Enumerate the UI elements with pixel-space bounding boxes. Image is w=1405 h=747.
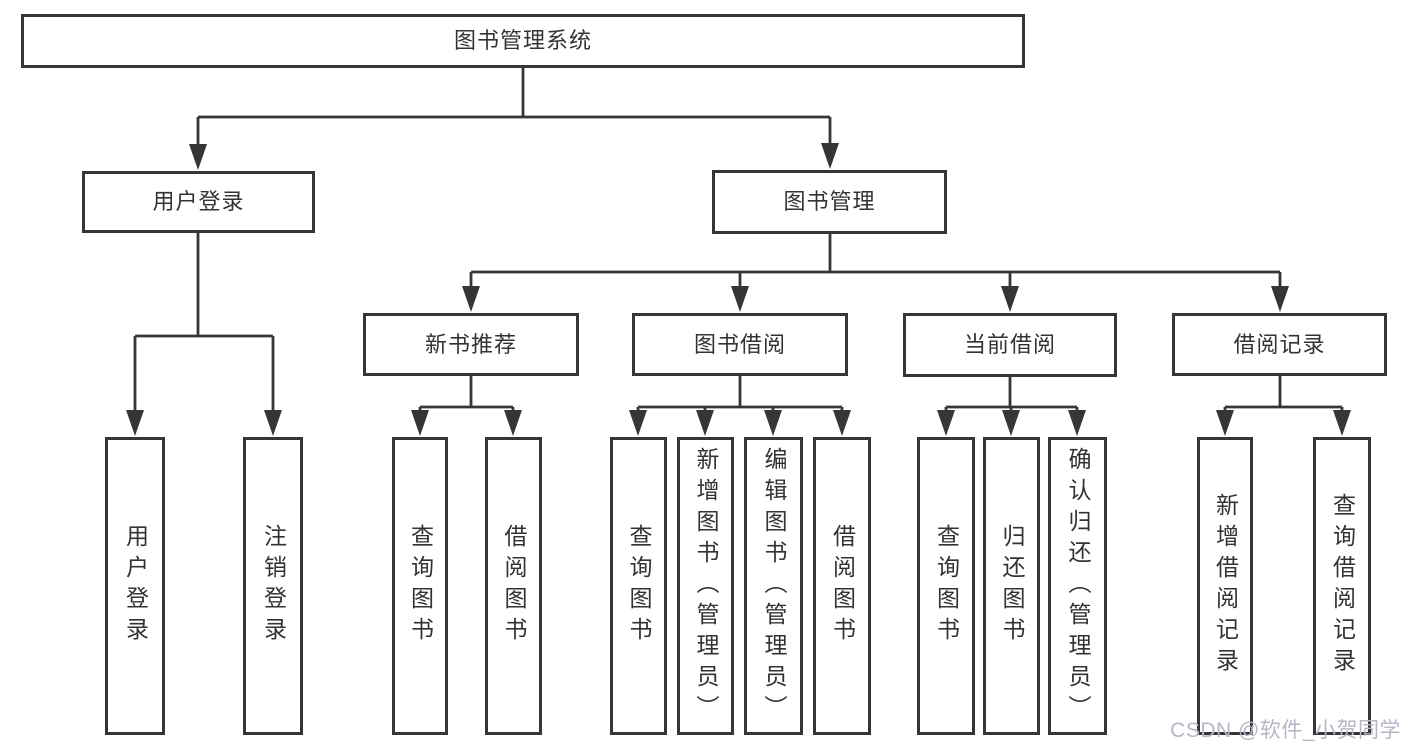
- leaf-borrow-query-book: 查询图书: [610, 437, 667, 735]
- leaf-borrow-edit-book-admin: 编辑图书（管理员）: [744, 437, 803, 735]
- node-current-borrow: 当前借阅: [903, 313, 1117, 377]
- node-borrow-records: 借阅记录: [1172, 313, 1387, 376]
- watermark: CSDN @软件_小贺同学: [1170, 719, 1401, 742]
- leaf-current-return-book: 归还图书: [983, 437, 1040, 735]
- leaf-records-query-record: 查询借阅记录: [1313, 437, 1371, 735]
- leaf-borrow-add-book-admin: 新增图书（管理员）: [677, 437, 734, 735]
- connector-root-to-level2: [196, 68, 832, 150]
- node-user-login: 用户登录: [82, 171, 315, 233]
- leaf-current-confirm-return-admin: 确认归还（管理员）: [1048, 437, 1107, 735]
- node-book-management: 图书管理: [712, 170, 947, 234]
- leaf-borrow-borrow-book: 借阅图书: [813, 437, 871, 735]
- node-book-borrow: 图书借阅: [632, 313, 848, 376]
- node-new-book-recommend: 新书推荐: [363, 313, 579, 376]
- leaf-records-add-record: 新增借阅记录: [1197, 437, 1253, 735]
- connector-newbooks-to-children: [418, 376, 515, 414]
- leaf-logout: 注销登录: [243, 437, 303, 735]
- connector-current-to-children: [944, 377, 1079, 414]
- node-root-system: 图书管理系统: [21, 14, 1025, 68]
- connector-records-to-children: [1223, 376, 1344, 414]
- leaf-user-login: 用户登录: [105, 437, 165, 735]
- leaf-current-query-book: 查询图书: [917, 437, 975, 735]
- leaf-newbooks-borrow-book: 借阅图书: [485, 437, 542, 735]
- connector-borrow-to-children: [636, 376, 844, 414]
- connector-userlogin-to-children: [133, 233, 275, 414]
- leaf-newbooks-query-book: 查询图书: [392, 437, 448, 735]
- connector-bookmgmt-to-level3: [469, 234, 1282, 290]
